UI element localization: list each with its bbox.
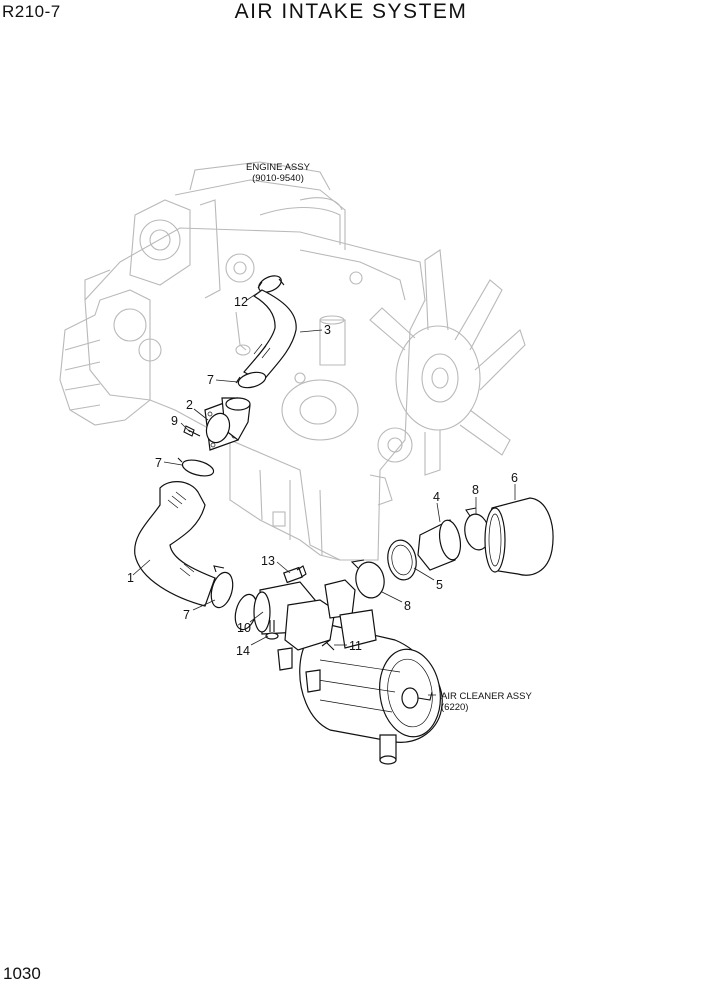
- callout-4: 4: [433, 490, 440, 504]
- callout-5: 5: [436, 578, 443, 592]
- callout-9: 9: [171, 414, 178, 428]
- intake-parts-drawing: [134, 275, 554, 765]
- engine-assembly-drawing: [59, 161, 526, 561]
- leader-lines: [132, 289, 516, 696]
- engine-assy-code: (9010-9540): [252, 173, 304, 184]
- air-cleaner-assy-code: (6220): [441, 702, 468, 713]
- air-cleaner-assy-label: AIR CLEANER ASSY: [441, 691, 532, 702]
- callout-10: 10: [237, 621, 251, 635]
- model-number: R210-7: [2, 2, 61, 21]
- callout-1: 1: [127, 571, 134, 585]
- callout-12: 12: [234, 295, 248, 309]
- callout-3: 3: [324, 323, 331, 337]
- callout-8-lower: 8: [404, 599, 411, 613]
- callout-7-upper: 7: [207, 373, 214, 387]
- callout-13: 13: [261, 554, 275, 568]
- callout-7-lower: 7: [183, 608, 190, 622]
- callout-2: 2: [186, 398, 193, 412]
- page-title: AIR INTAKE SYSTEM: [234, 0, 468, 23]
- callout-6: 6: [511, 471, 518, 485]
- engine-assy-label: ENGINE ASSY: [246, 162, 311, 173]
- callout-14: 14: [236, 644, 250, 658]
- callout-7-middle: 7: [155, 456, 162, 470]
- page-number: 1030: [3, 964, 41, 983]
- callout-8-upper: 8: [472, 483, 479, 497]
- callout-11: 11: [349, 639, 362, 653]
